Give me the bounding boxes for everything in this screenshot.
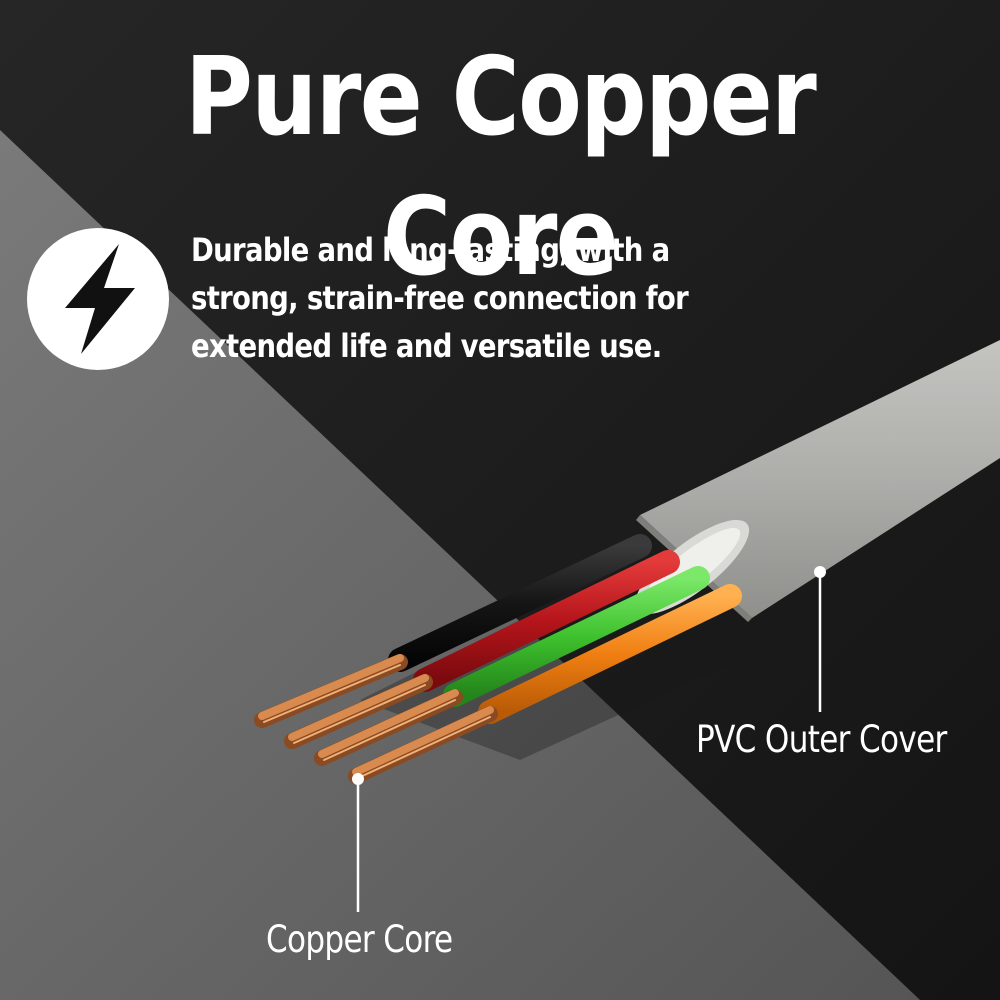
wire-orange — [478, 584, 742, 724]
lightning-bolt-icon — [65, 244, 135, 354]
callout-pvc-leader — [814, 566, 826, 712]
callout-copper-leader — [352, 773, 364, 912]
lightning-bolt-badge — [27, 228, 169, 370]
copper-strands — [254, 654, 498, 784]
page-title: Pure Copper Core — [184, 35, 817, 300]
callout-copper-core: Copper Core — [266, 918, 453, 961]
wire-black — [388, 534, 652, 672]
feature-description: Durable and long-lasting, with a strong,… — [191, 231, 689, 365]
background-grey — [0, 130, 920, 1000]
wire-green — [443, 566, 710, 707]
callout-pvc-outer-cover: PVC Outer Cover — [696, 718, 947, 761]
wire-red — [413, 550, 680, 692]
